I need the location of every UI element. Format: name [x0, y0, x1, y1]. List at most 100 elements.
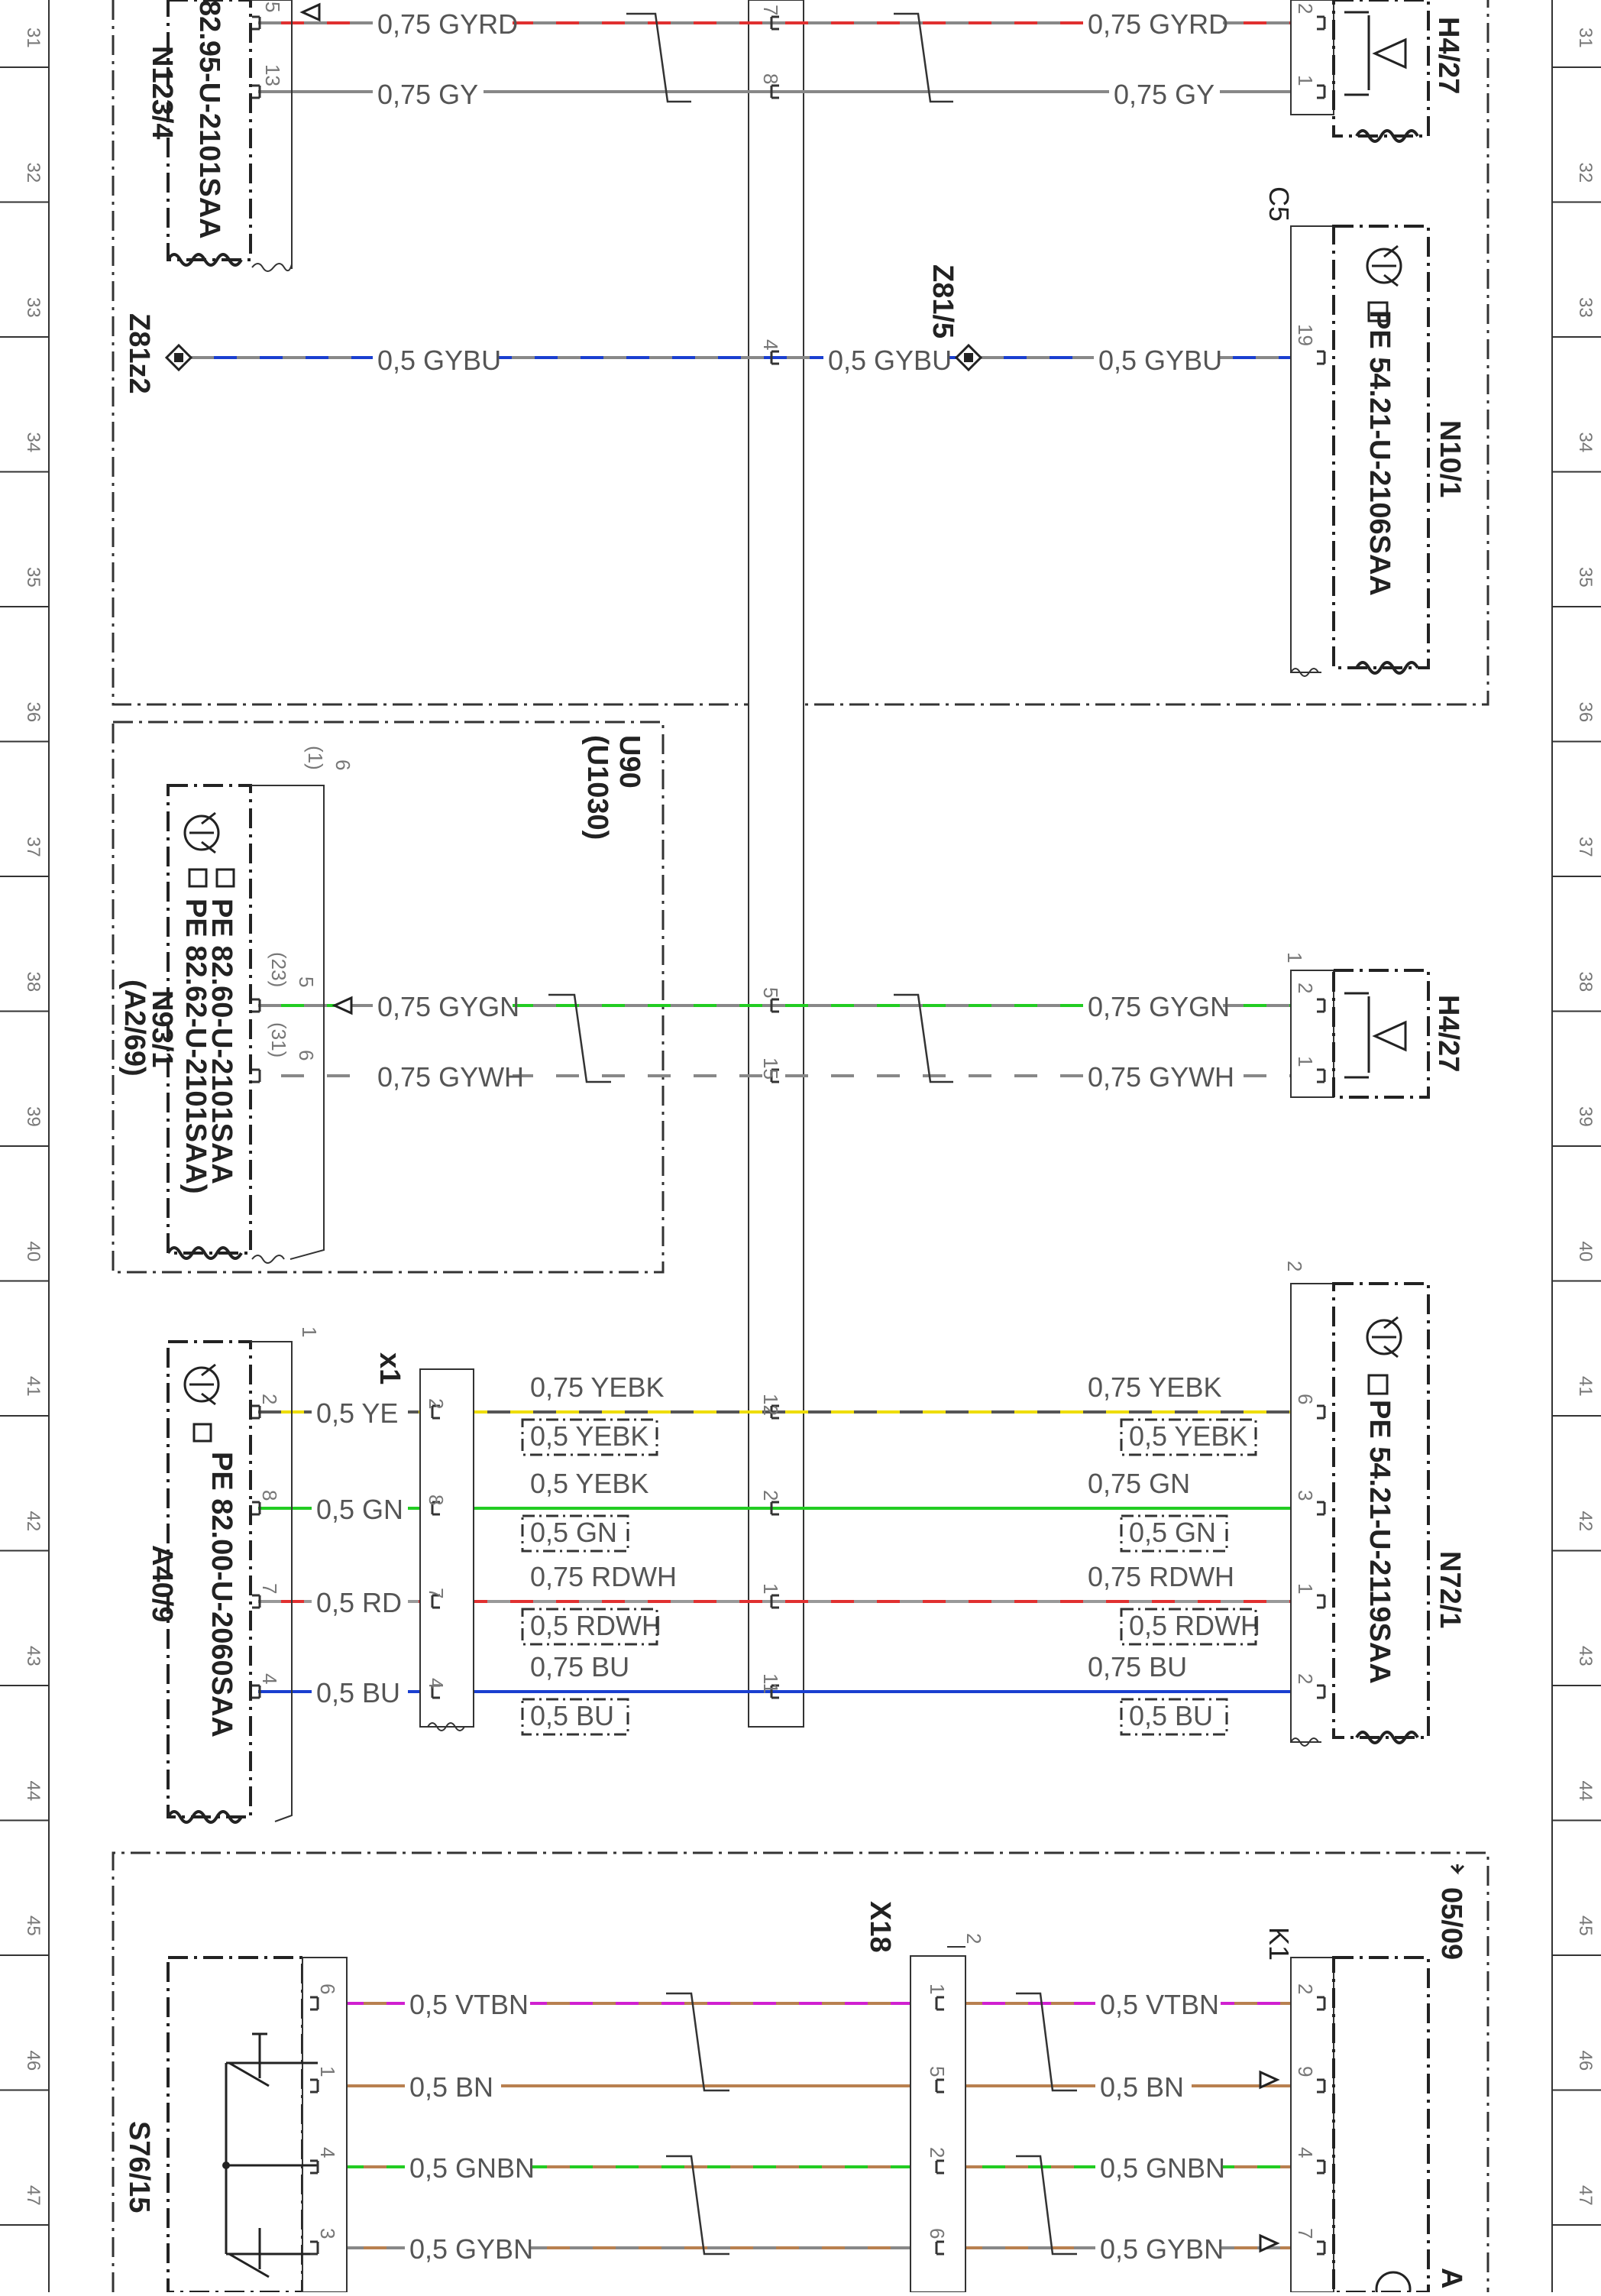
grid-number: 37: [1575, 837, 1596, 857]
grid-number: 46: [23, 2051, 44, 2071]
wire-label-gnbn-right: 0,5 GNBN: [1100, 2152, 1225, 2184]
h4-27-mid-pin-1: 1: [1294, 1056, 1317, 1067]
grid-number: 46: [1575, 2051, 1596, 2071]
wire-label-w8-box-right: 0,5 RDWH: [1129, 1610, 1260, 1641]
component-h4-27-top: [1290, 0, 1430, 143]
grid-number: 44: [23, 1781, 44, 1802]
u90-pin-6: 6: [332, 759, 354, 770]
component-k1: [1290, 1956, 1430, 2296]
arrow-k1-bn: [1259, 2070, 1280, 2090]
wire-label-w7-a40-bg: [312, 1496, 408, 1525]
bus-pin: 2: [759, 1490, 782, 1501]
a40-9-top-pin: 1: [298, 1326, 321, 1337]
component-s76-15: [167, 1956, 348, 2294]
wire-label-w8-a40-bg: [312, 1589, 408, 1618]
grid-number: 41: [23, 1376, 44, 1397]
letter-a: A: [1435, 2268, 1467, 2288]
wire-label-w8-top-left-bg: [526, 1563, 665, 1592]
wire-label-gy-right: 0,75 GY: [1114, 79, 1214, 110]
grid-number: 35: [1575, 567, 1596, 588]
wire-label-gybu-right: 0,5 GYBU: [1098, 345, 1222, 376]
wire-label-gy-right-bg: [1109, 81, 1220, 110]
n93-1-doc1: PE 82.60-U-2101SAA: [205, 899, 238, 1184]
grid-number: 32: [23, 163, 44, 183]
x18-top-pin: 2: [962, 1933, 985, 1944]
wire-label-vtbn-right-bg: [1095, 1991, 1221, 2020]
component-a40-9: [167, 1340, 293, 1824]
bus-pin: 8: [759, 73, 782, 84]
bus-pin: 15: [759, 1057, 782, 1080]
wire-label-gyrd-right-bg: [1083, 11, 1223, 40]
wire-label-bn-right-bg: [1095, 2074, 1192, 2103]
wire-label-w9-top-left-bg: [526, 1653, 636, 1682]
grid-number: 35: [23, 567, 44, 588]
wire-label-gyrd-right: 0,75 GYRD: [1088, 8, 1228, 40]
section-frames: [112, 0, 1489, 2292]
n72-1-pin: 6: [1294, 1394, 1317, 1404]
grid-number: 39: [23, 1106, 44, 1127]
n123-4-pin-5: 5: [261, 2, 284, 12]
u90-sub: (U1030): [581, 735, 613, 840]
n123-4-label: N123/4: [146, 46, 178, 140]
wire-label-w7-top-right-bg: [1083, 1470, 1194, 1499]
wire-label-w6-a40-bg: [312, 1400, 408, 1429]
wire-label-bn-right: 0,5 BN: [1100, 2071, 1184, 2103]
wire-label-w8-top-right-bg: [1083, 1563, 1223, 1592]
grid-number: 43: [23, 1646, 44, 1666]
x18-pin: 6: [926, 2228, 949, 2239]
z81-5-label: Z81/5: [927, 264, 959, 338]
grid-number: 34: [23, 432, 44, 453]
wire-label-w7-top-left: 0,5 YEBK: [530, 1468, 648, 1499]
wire-label-w6-top-left-bg: [526, 1374, 665, 1403]
wire-label-gygn-right: 0,75 GYGN: [1088, 991, 1230, 1022]
wire-label-gybn-right: 0,5 GYBN: [1100, 2233, 1224, 2265]
n93-1-doc2: PE 82.62-U-2101SAA): [180, 899, 212, 1194]
k1-label: K1: [1263, 1927, 1295, 1961]
n93-1-pin-5: 5: [295, 976, 318, 987]
wire-label-gybu-mid-bg: [823, 347, 949, 376]
wire-label-gygn-left-bg: [373, 993, 513, 1022]
h4-27-mid-top-pin: 1: [1283, 952, 1306, 963]
wire-label-w6-box-right: 0,5 YEBK: [1129, 1420, 1247, 1452]
a40-9-label: A40/9: [146, 1545, 178, 1622]
arrow-n93-1: [332, 996, 353, 1015]
bus-pin: 1: [759, 1583, 782, 1594]
wire-label-gybu-mid: 0,5 GYBU: [828, 345, 952, 376]
wire-label-gnbn-left-bg: [405, 2155, 530, 2184]
wire-label-w9-a40: 0,5 BU: [316, 1677, 400, 1708]
x1-pin: 7: [425, 1588, 448, 1598]
wire-label-w6-top-left: 0,75 YEBK: [530, 1371, 664, 1403]
c5-label: C5: [1263, 186, 1295, 222]
u90-label: U90: [613, 735, 645, 789]
s76-15-pin: 3: [316, 2228, 339, 2239]
wire-label-w6-top-right: 0,75 YEBK: [1088, 1371, 1221, 1403]
x18-pin: 1: [926, 1983, 949, 1994]
wire-label-gybn-left: 0,5 GYBN: [409, 2233, 533, 2265]
h4-27-mid-label: H4/27: [1432, 995, 1464, 1072]
wire-label-w7-top-right: 0,75 GN: [1088, 1468, 1190, 1499]
n93-1-label: N93/1: [146, 990, 178, 1067]
z81z2-label: Z81z2: [123, 313, 155, 394]
h4-27-top-pin-1: 1: [1294, 75, 1317, 86]
wire-label-w7-top-left-bg: [526, 1470, 651, 1499]
component-n72-1: [1290, 1282, 1430, 1747]
n72-1-pin: 2: [1294, 1673, 1317, 1684]
grid-number: 33: [23, 297, 44, 318]
u90-pin-6-alt: (1): [304, 746, 327, 770]
grid-number: 33: [1575, 297, 1596, 318]
a40-9-pin: 4: [258, 1673, 281, 1684]
grid-number: 47: [23, 2185, 44, 2206]
wire-label-w6-box-left: 0,5 YEBK: [530, 1420, 648, 1452]
n10-1-label: N10/1: [1434, 420, 1466, 497]
wire-label-gywh-right: 0,75 GYWH: [1088, 1061, 1234, 1093]
s76-15-pin: 6: [316, 1983, 339, 1994]
wire-label-gnbn-left: 0,5 GNBN: [409, 2152, 535, 2184]
wire-label-gyrd-left-bg: [373, 11, 513, 40]
grid-number: 45: [23, 1915, 44, 1936]
c5-pin-19: 19: [1294, 324, 1317, 346]
grid-number: 45: [1575, 1915, 1596, 1936]
wire-label-gyrd-left: 0,75 GYRD: [377, 8, 518, 40]
grid-number: 36: [23, 702, 44, 723]
wire-label-w9-top-left: 0,75 BU: [530, 1651, 629, 1682]
